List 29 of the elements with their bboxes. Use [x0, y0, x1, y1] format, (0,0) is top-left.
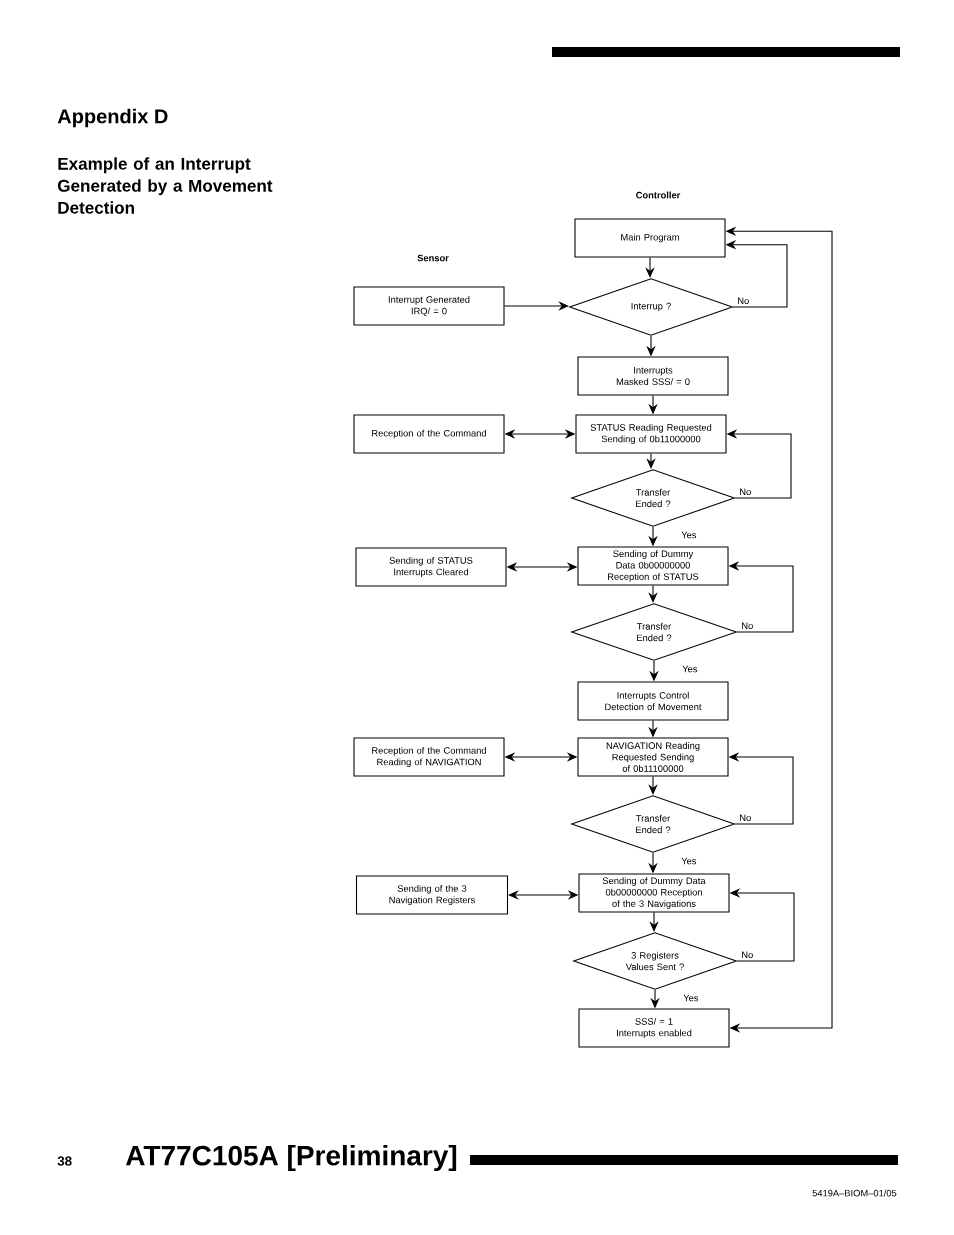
- process-box: Interrupts Control Detection of Movement: [577, 681, 729, 721]
- process-box: Reception of the Command Reading of NAVIGATION: [353, 737, 505, 777]
- column-label: Sensor: [417, 254, 449, 262]
- page-number: 38: [57, 1156, 72, 1166]
- section-heading: Example of an Interrupt Generated by a Movement Detection: [57, 157, 273, 214]
- process-box: Sending of the 3 Navigation Registers: [355, 875, 509, 915]
- appendix-heading: Appendix D: [57, 108, 168, 128]
- edge-label: Yes: [681, 857, 697, 865]
- process-box: Reception of the Command: [353, 414, 505, 454]
- process-box: Interrupt Generated IRQ/ = 0: [353, 286, 505, 326]
- process-box: Sending of Dummy Data 0b00000000 Reception of STATUS: [577, 546, 729, 586]
- document-code: 5419A–BIOM–01/05: [812, 1189, 897, 1197]
- edge-label: No: [740, 814, 751, 822]
- edge-label: No: [742, 951, 753, 959]
- process-box: STATUS Reading Requested Sending of 0b11000000: [575, 414, 727, 454]
- process-box: Sending of Dummy Data 0b00000000 Reception of the 3 Navigations: [578, 873, 730, 913]
- process-box: Interrupts Masked SSS/ = 0: [577, 356, 729, 396]
- process-box: NAVIGATION Reading Requested Sending of 0b11100000: [577, 737, 729, 777]
- edge-label: Yes: [681, 531, 697, 539]
- document-title: AT77C105A [Preliminary]: [125, 1144, 457, 1172]
- column-label: Controller: [636, 191, 681, 199]
- edge-label: No: [738, 297, 749, 305]
- edge-label: Yes: [682, 665, 698, 673]
- process-box: SSS/ = 1 Interrupts enabled: [578, 1008, 730, 1048]
- process-box: Main Program: [574, 218, 726, 258]
- edge-label: No: [740, 488, 751, 496]
- edge-label: No: [742, 622, 753, 630]
- edge-label: Yes: [683, 994, 699, 1002]
- process-box: Sending of STATUS Interrupts Cleared: [355, 547, 507, 587]
